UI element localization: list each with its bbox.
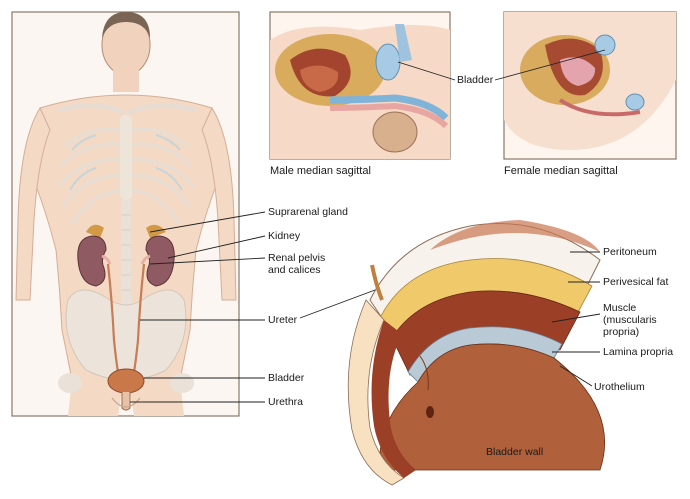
- label-muscle: Muscle (muscularis propria): [603, 302, 690, 338]
- label-lamina-propria: Lamina propria: [603, 346, 673, 358]
- label-bladder-top: Bladder: [457, 74, 493, 86]
- male-bladder: [376, 44, 400, 80]
- label-bladder-wall: Bladder wall: [486, 446, 543, 458]
- label-suprarenal-gland: Suprarenal gland: [268, 206, 348, 218]
- sternum: [120, 115, 132, 200]
- label-urethra: Urethra: [268, 396, 303, 408]
- label-urothelium: Urothelium: [594, 381, 645, 393]
- label-peritoneum: Peritoneum: [603, 246, 657, 258]
- neck: [113, 70, 139, 92]
- label-kidney: Kidney: [268, 230, 300, 242]
- body-panel: [12, 12, 239, 416]
- label-perivesical-fat: Perivesical fat: [603, 276, 668, 288]
- male-sagittal-panel: [270, 12, 450, 159]
- bladder-body: [108, 369, 144, 393]
- male-caption: Male median sagittal: [270, 165, 371, 177]
- female-caption: Female median sagittal: [504, 165, 618, 177]
- label-renal-pelvis: Renal pelvis and calices: [268, 252, 325, 276]
- bladder-wall-illustration: [348, 220, 604, 485]
- female-sagittal-panel: [504, 12, 676, 159]
- label-bladder-body: Bladder: [268, 372, 304, 384]
- label-ureter: Ureter: [268, 314, 297, 326]
